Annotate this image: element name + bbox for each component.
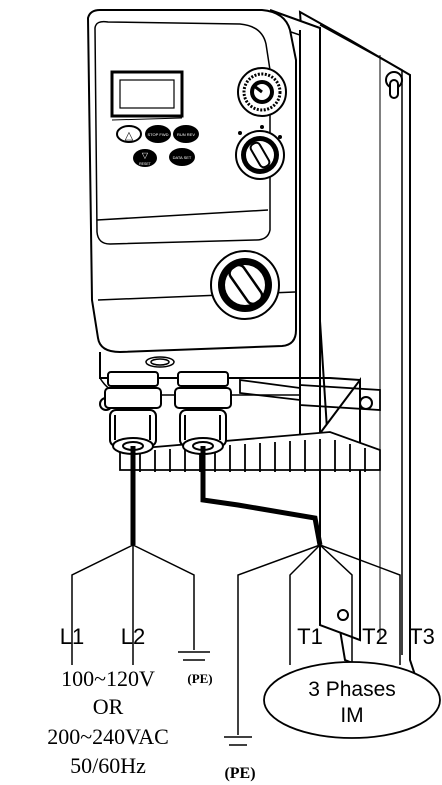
motor-ground-symbol xyxy=(224,736,252,746)
lcd-display xyxy=(110,70,184,118)
terminal-t2-label: T2 xyxy=(362,624,388,649)
conduit-knockout xyxy=(145,356,175,368)
screw xyxy=(337,609,349,621)
motor-pe-label: (PE) xyxy=(224,765,255,782)
cable-gland-output xyxy=(174,371,232,455)
terminal-l2-label: L2 xyxy=(121,624,145,649)
induction-motor: 3 Phases IM xyxy=(263,661,441,739)
supply-or-text: OR xyxy=(93,694,124,719)
supply-frequency: 50/60Hz xyxy=(70,753,146,778)
data-set-button[interactable]: DATA SET xyxy=(169,148,195,166)
stop-fwd-key-label: STOP FWD xyxy=(148,132,169,137)
supply-labels: L1 L2 (PE) 100~120V OR 200~240VAC 50/60H… xyxy=(47,624,212,778)
disconnect-switch[interactable] xyxy=(210,250,280,320)
terminal-l1-label: L1 xyxy=(60,624,84,649)
supply-cable xyxy=(71,446,195,665)
motor-label-line2: IM xyxy=(340,704,363,727)
supply-pe-label: (PE) xyxy=(187,671,212,686)
mode-selector-switch[interactable] xyxy=(235,125,285,180)
up-key-label: △ xyxy=(125,130,134,142)
cable-gland-input xyxy=(104,371,162,455)
terminal-t1-label: T1 xyxy=(297,624,323,649)
screw xyxy=(359,396,373,410)
keypad: △ STOP FWD RUN REV ▽ RESET DATA SET xyxy=(116,125,199,167)
down-key-label: ▽ xyxy=(142,151,149,160)
terminal-t3-label: T3 xyxy=(409,624,435,649)
run-rev-button[interactable]: RUN REV xyxy=(173,125,199,143)
speed-potentiometer[interactable] xyxy=(237,67,287,117)
down-button[interactable]: ▽ RESET xyxy=(133,149,157,167)
stop-fwd-button[interactable]: STOP FWD xyxy=(145,125,171,143)
motor-label-line1: 3 Phases xyxy=(308,678,396,701)
reset-key-label: RESET xyxy=(139,162,152,166)
heatsink xyxy=(119,378,381,472)
supply-voltage-2: 200~240VAC xyxy=(47,724,169,749)
supply-ground-symbol xyxy=(178,651,210,661)
supply-voltage-1: 100~120V xyxy=(61,666,155,691)
run-rev-key-label: RUN REV xyxy=(177,132,195,137)
up-button[interactable]: △ xyxy=(116,125,142,143)
keypad-panel xyxy=(110,70,184,121)
data-set-key-label: DATA SET xyxy=(173,155,192,160)
motor-labels: T1 T2 T3 (PE) xyxy=(224,624,434,782)
motor-cable xyxy=(200,446,401,735)
